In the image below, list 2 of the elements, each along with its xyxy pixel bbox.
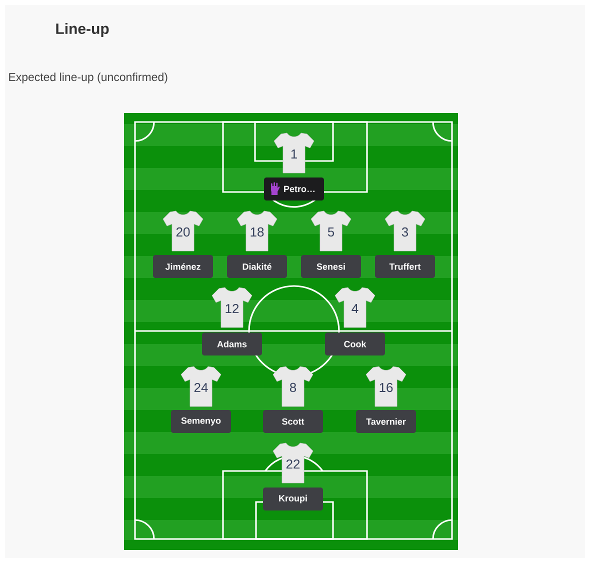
title: Line-up [56,23,109,37]
subtitle: Expected line-up (unconfirmed) [9,72,168,84]
